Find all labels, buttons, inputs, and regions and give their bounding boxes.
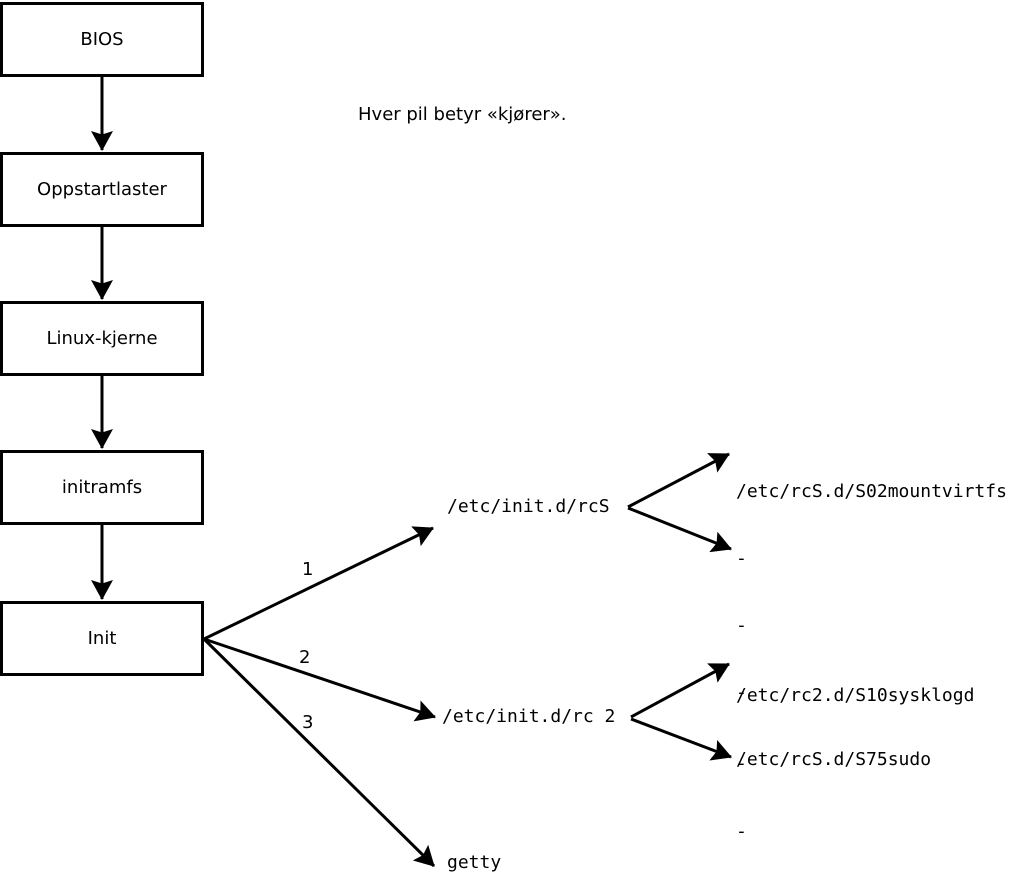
arrow-rc2-to-s99gdm: [630, 717, 732, 761]
box-init: Init: [0, 601, 204, 676]
script-rc2: /etc/init.d/rc 2: [442, 706, 616, 727]
box-oppstartlaster: Oppstartlaster: [0, 152, 204, 227]
rc2-child-s10sysklogd: /etc/rc2.d/S10sysklogd: [736, 685, 975, 706]
box-linux-kjerne-label: Linux-kjerne: [46, 328, 158, 349]
box-bios: BIOS: [0, 2, 204, 77]
box-bios-label: BIOS: [80, 29, 124, 50]
arrow-init-to-rc2: [203, 637, 436, 722]
arrow-rcS-to-s75sudo: [627, 506, 732, 553]
script-getty: getty: [447, 852, 502, 873]
arrow-rcS-to-s02mountvirtfs: [627, 452, 730, 509]
rcS-child-ellipsis-3: -: [736, 682, 747, 703]
rcS-child-s75sudo: /etc/rcS.d/S75sudo: [736, 749, 932, 770]
rcS-child-ellipsis-2: -: [736, 615, 747, 636]
rcS-child-ellipsis-1: -: [736, 548, 747, 569]
rcS-child-s02mountvirtfs: /etc/rcS.d/S02mountvirtfs: [736, 481, 1007, 502]
box-initramfs-label: initramfs: [61, 477, 143, 498]
box-linux-kjerne: Linux-kjerne: [0, 301, 204, 376]
arrow-init-to-getty: [202, 637, 436, 868]
rc2-child-ellipsis-1: -: [736, 753, 747, 774]
arrow-rc2-to-s10sysklogd: [630, 662, 730, 719]
rcS-children-list: /etc/rcS.d/S02mountvirtfs - - - /etc/rcS…: [736, 437, 1007, 814]
rc2-child-ellipsis-2: -: [736, 821, 747, 842]
legend-note: Hver pil betyr «kjører».: [358, 104, 567, 125]
arrow-init-to-rcS: [203, 526, 434, 641]
box-initramfs: initramfs: [0, 450, 204, 525]
branch-3-number: 3: [302, 712, 314, 733]
box-oppstartlaster-label: Oppstartlaster: [37, 179, 167, 200]
rc2-children-list: /etc/rc2.d/S10sysklogd - - - /etc/rc2.d/…: [736, 641, 974, 875]
script-rcS: /etc/init.d/rcS: [447, 496, 610, 517]
branch-1-number: 1: [302, 559, 314, 580]
box-init-label: Init: [87, 628, 117, 649]
branch-2-number: 2: [299, 647, 311, 668]
